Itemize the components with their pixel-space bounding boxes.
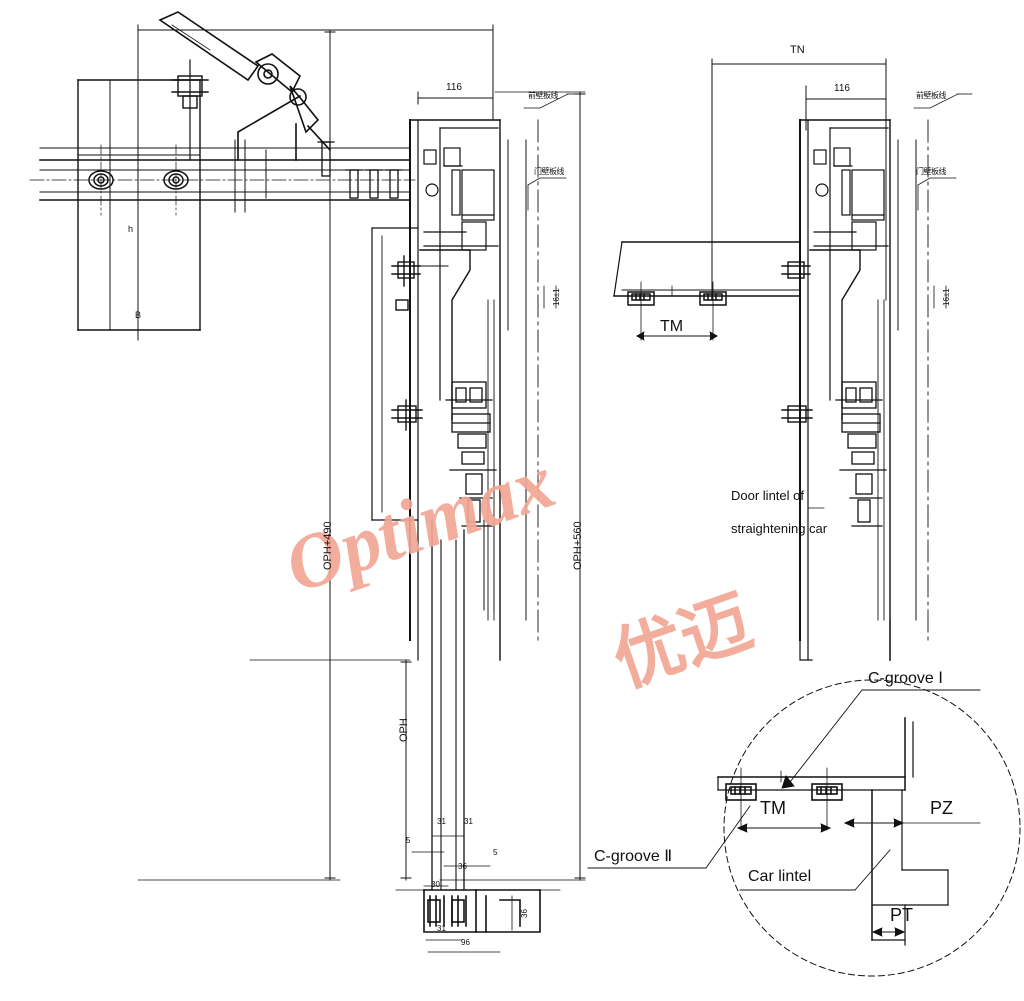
dim-label-36-a: 36 xyxy=(458,862,467,871)
dim-label-31-b: 31 xyxy=(464,817,473,826)
note-door-lintel-line2: straightening car xyxy=(731,521,828,536)
dim-label-31-c: 31 xyxy=(437,924,446,933)
callout-c-groove-1: C-groove Ⅰ xyxy=(868,670,943,687)
dim-label-30: 30 xyxy=(431,880,440,889)
dim-label-PT: PT xyxy=(890,905,914,925)
callout-car-lintel: Car lintel xyxy=(748,868,812,885)
dim-label-oph: OPH xyxy=(398,718,410,742)
dim-label-5-a: 5 xyxy=(406,836,411,845)
dim-label-tol-16-right: 16±1 xyxy=(942,288,951,306)
dim-label-TM-right: TM xyxy=(660,318,684,335)
dim-label-116-right: 116 xyxy=(834,83,850,94)
annotation-door-panel-line-right: 门壁板线 xyxy=(916,167,947,176)
annotation-door-panel-line: 门壁板线 xyxy=(534,167,565,176)
callout-c-groove-2: C-groove Ⅱ xyxy=(594,848,673,865)
dim-label-96: 96 xyxy=(461,938,470,947)
note-door-lintel-line1: Door lintel of xyxy=(731,488,804,503)
dim-label-oph-560: OPH+560 xyxy=(572,521,584,570)
dim-label-31-a: 31 xyxy=(437,817,446,826)
dim-label-B: B xyxy=(135,310,142,320)
dim-label-116-left: 116 xyxy=(446,82,462,93)
dim-label-TN: TN xyxy=(790,44,805,56)
dim-label-PZ: PZ xyxy=(930,798,954,818)
annotation-front-panel-line: 前壁板线 xyxy=(528,91,559,100)
dim-label-h: h xyxy=(128,224,134,234)
annotation-front-panel-line-right: 前壁板线 xyxy=(916,91,947,100)
dim-label-TM-detail: TM xyxy=(760,798,786,818)
dim-label-5-b: 5 xyxy=(493,848,498,857)
dim-label-tol-16-left: 16±1 xyxy=(552,288,561,306)
dim-label-36-b: 36 xyxy=(520,909,529,918)
dim-label-oph-490: OPH+490 xyxy=(322,521,334,570)
